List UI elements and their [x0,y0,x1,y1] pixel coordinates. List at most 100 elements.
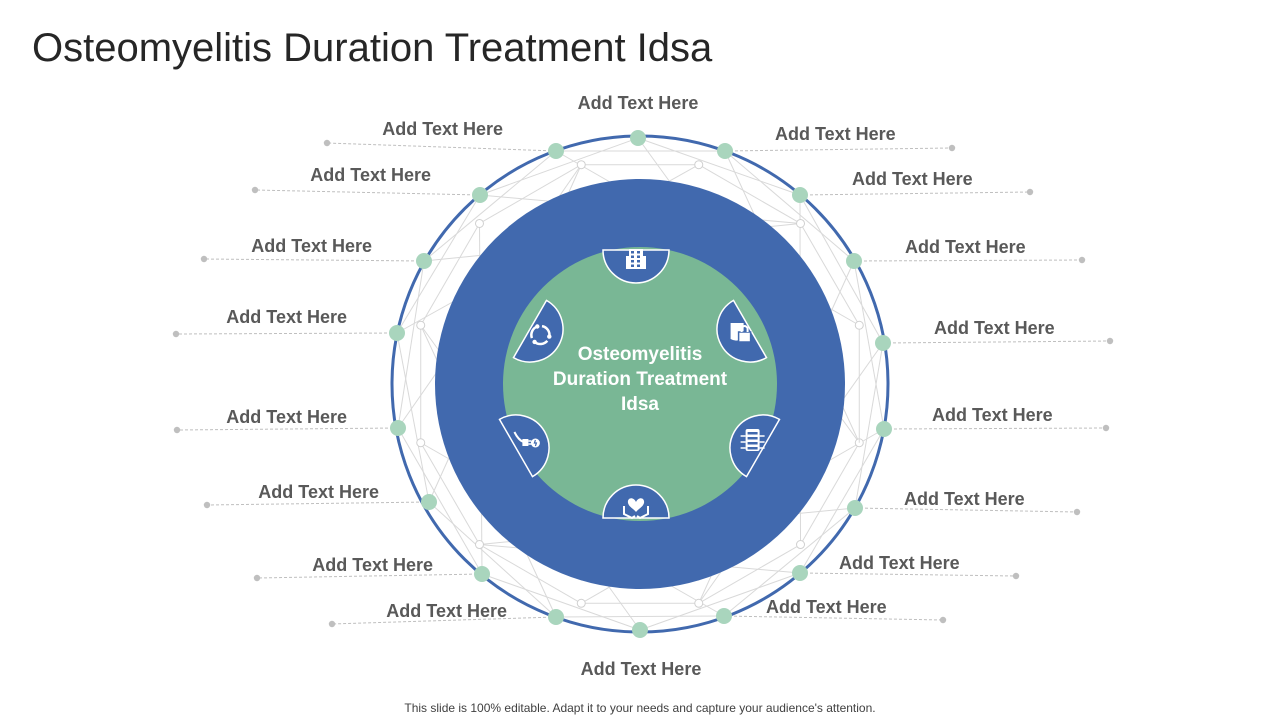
ring-node [792,565,808,581]
icon-mount [716,299,768,363]
mesh-vertex [416,438,426,448]
leader-dot [251,186,259,194]
leader-dot [1078,256,1086,264]
leader-dot [200,255,208,263]
mesh-vertex [694,598,704,608]
ring-node [548,143,564,159]
leader-line [254,189,481,196]
mesh-vertex [854,320,864,330]
text-label-12: Add Text Here [312,555,433,575]
icon-mount [498,414,550,478]
text-label-1: Add Text Here [577,93,699,113]
mesh-vertex [416,320,426,330]
ring-node [416,253,432,269]
text-label-17: Add Text Here [310,165,431,185]
ring-node [792,187,808,203]
ring-nodes [389,130,892,638]
text-label-13: Add Text Here [258,482,379,502]
mesh-vertex [474,540,484,550]
icon-cap [512,299,564,363]
ring-node [548,609,564,625]
ring-node [390,420,406,436]
icon-mount [512,299,564,363]
ring-node [632,622,648,638]
ring-node [717,143,733,159]
leader-line [331,616,557,625]
text-label-2: Add Text Here [775,124,896,144]
text-label-6: Add Text Here [932,405,1053,425]
icon-mount [602,484,670,520]
leader-line [853,259,1083,262]
leader-line [883,427,1107,430]
leader-dot [1012,572,1020,580]
building-icon [626,249,646,269]
leader-line [175,332,398,335]
leader-line [854,507,1078,513]
leader-line [882,340,1111,344]
leader-line [326,142,557,152]
mesh-vertex [576,160,586,170]
leader-dot [948,144,956,152]
leader-dot [203,501,211,509]
ring-node [846,253,862,269]
ring-node [875,335,891,351]
leader-line [723,615,944,621]
leader-lines [172,139,1114,628]
text-label-4: Add Text Here [905,237,1026,257]
leader-dot [1026,188,1034,196]
text-label-5: Add Text Here [934,318,1055,338]
ring-node [876,421,892,437]
ring-node [847,500,863,516]
text-label-8: Add Text Here [839,553,960,573]
page-title: Osteomyelitis Duration Treatment Idsa [32,26,713,70]
text-label-15: Add Text Here [226,307,347,327]
text-label-14: Add Text Here [226,407,347,427]
mesh-vertex [474,218,484,228]
plug-icon [513,431,540,448]
leader-dot [323,139,331,147]
leader-dot [1106,337,1114,345]
leader-dot [1102,424,1110,432]
leader-line [724,147,953,152]
leader-dot [253,574,261,582]
center-label: Osteomyelitis Duration Treatment Idsa [552,344,728,415]
text-label-3: Add Text Here [852,169,973,189]
leader-dot [173,426,181,434]
server-icon [740,429,765,451]
recycle-icon [530,324,552,346]
lock-shield-icon [730,323,752,343]
leader-line [176,427,399,431]
leader-line [256,573,483,579]
ring-node [630,130,646,146]
ring-node [389,325,405,341]
ring-node [716,608,732,624]
leader-dot [1073,508,1081,516]
leader-line [206,501,430,506]
footer-note: This slide is 100% editable. Adapt it to… [404,701,876,715]
text-label-9: Add Text Here [766,597,887,617]
leader-line [799,191,1031,196]
text-label-10: Add Text Here [580,659,702,679]
text-label-16: Add Text Here [251,236,372,256]
mesh-vertex [576,598,586,608]
mesh-vertex [796,540,806,550]
green-circle [503,247,777,521]
leader-line [799,572,1017,577]
ring-node [472,187,488,203]
ring-node [421,494,437,510]
text-label-7: Add Text Here [904,489,1025,509]
icon-mounts [498,249,781,520]
text-label-11: Add Text Here [386,601,507,621]
icon-mount [602,249,670,284]
leader-dot [172,330,180,338]
leader-dot [328,620,336,628]
ring-node [474,566,490,582]
text-label-18: Add Text Here [382,119,503,139]
leader-line [203,258,425,262]
mesh-vertex [796,218,806,228]
leader-dot [939,616,947,624]
icon-mount [729,414,781,478]
mesh-vertex [694,160,704,170]
icon-cap [602,484,670,519]
